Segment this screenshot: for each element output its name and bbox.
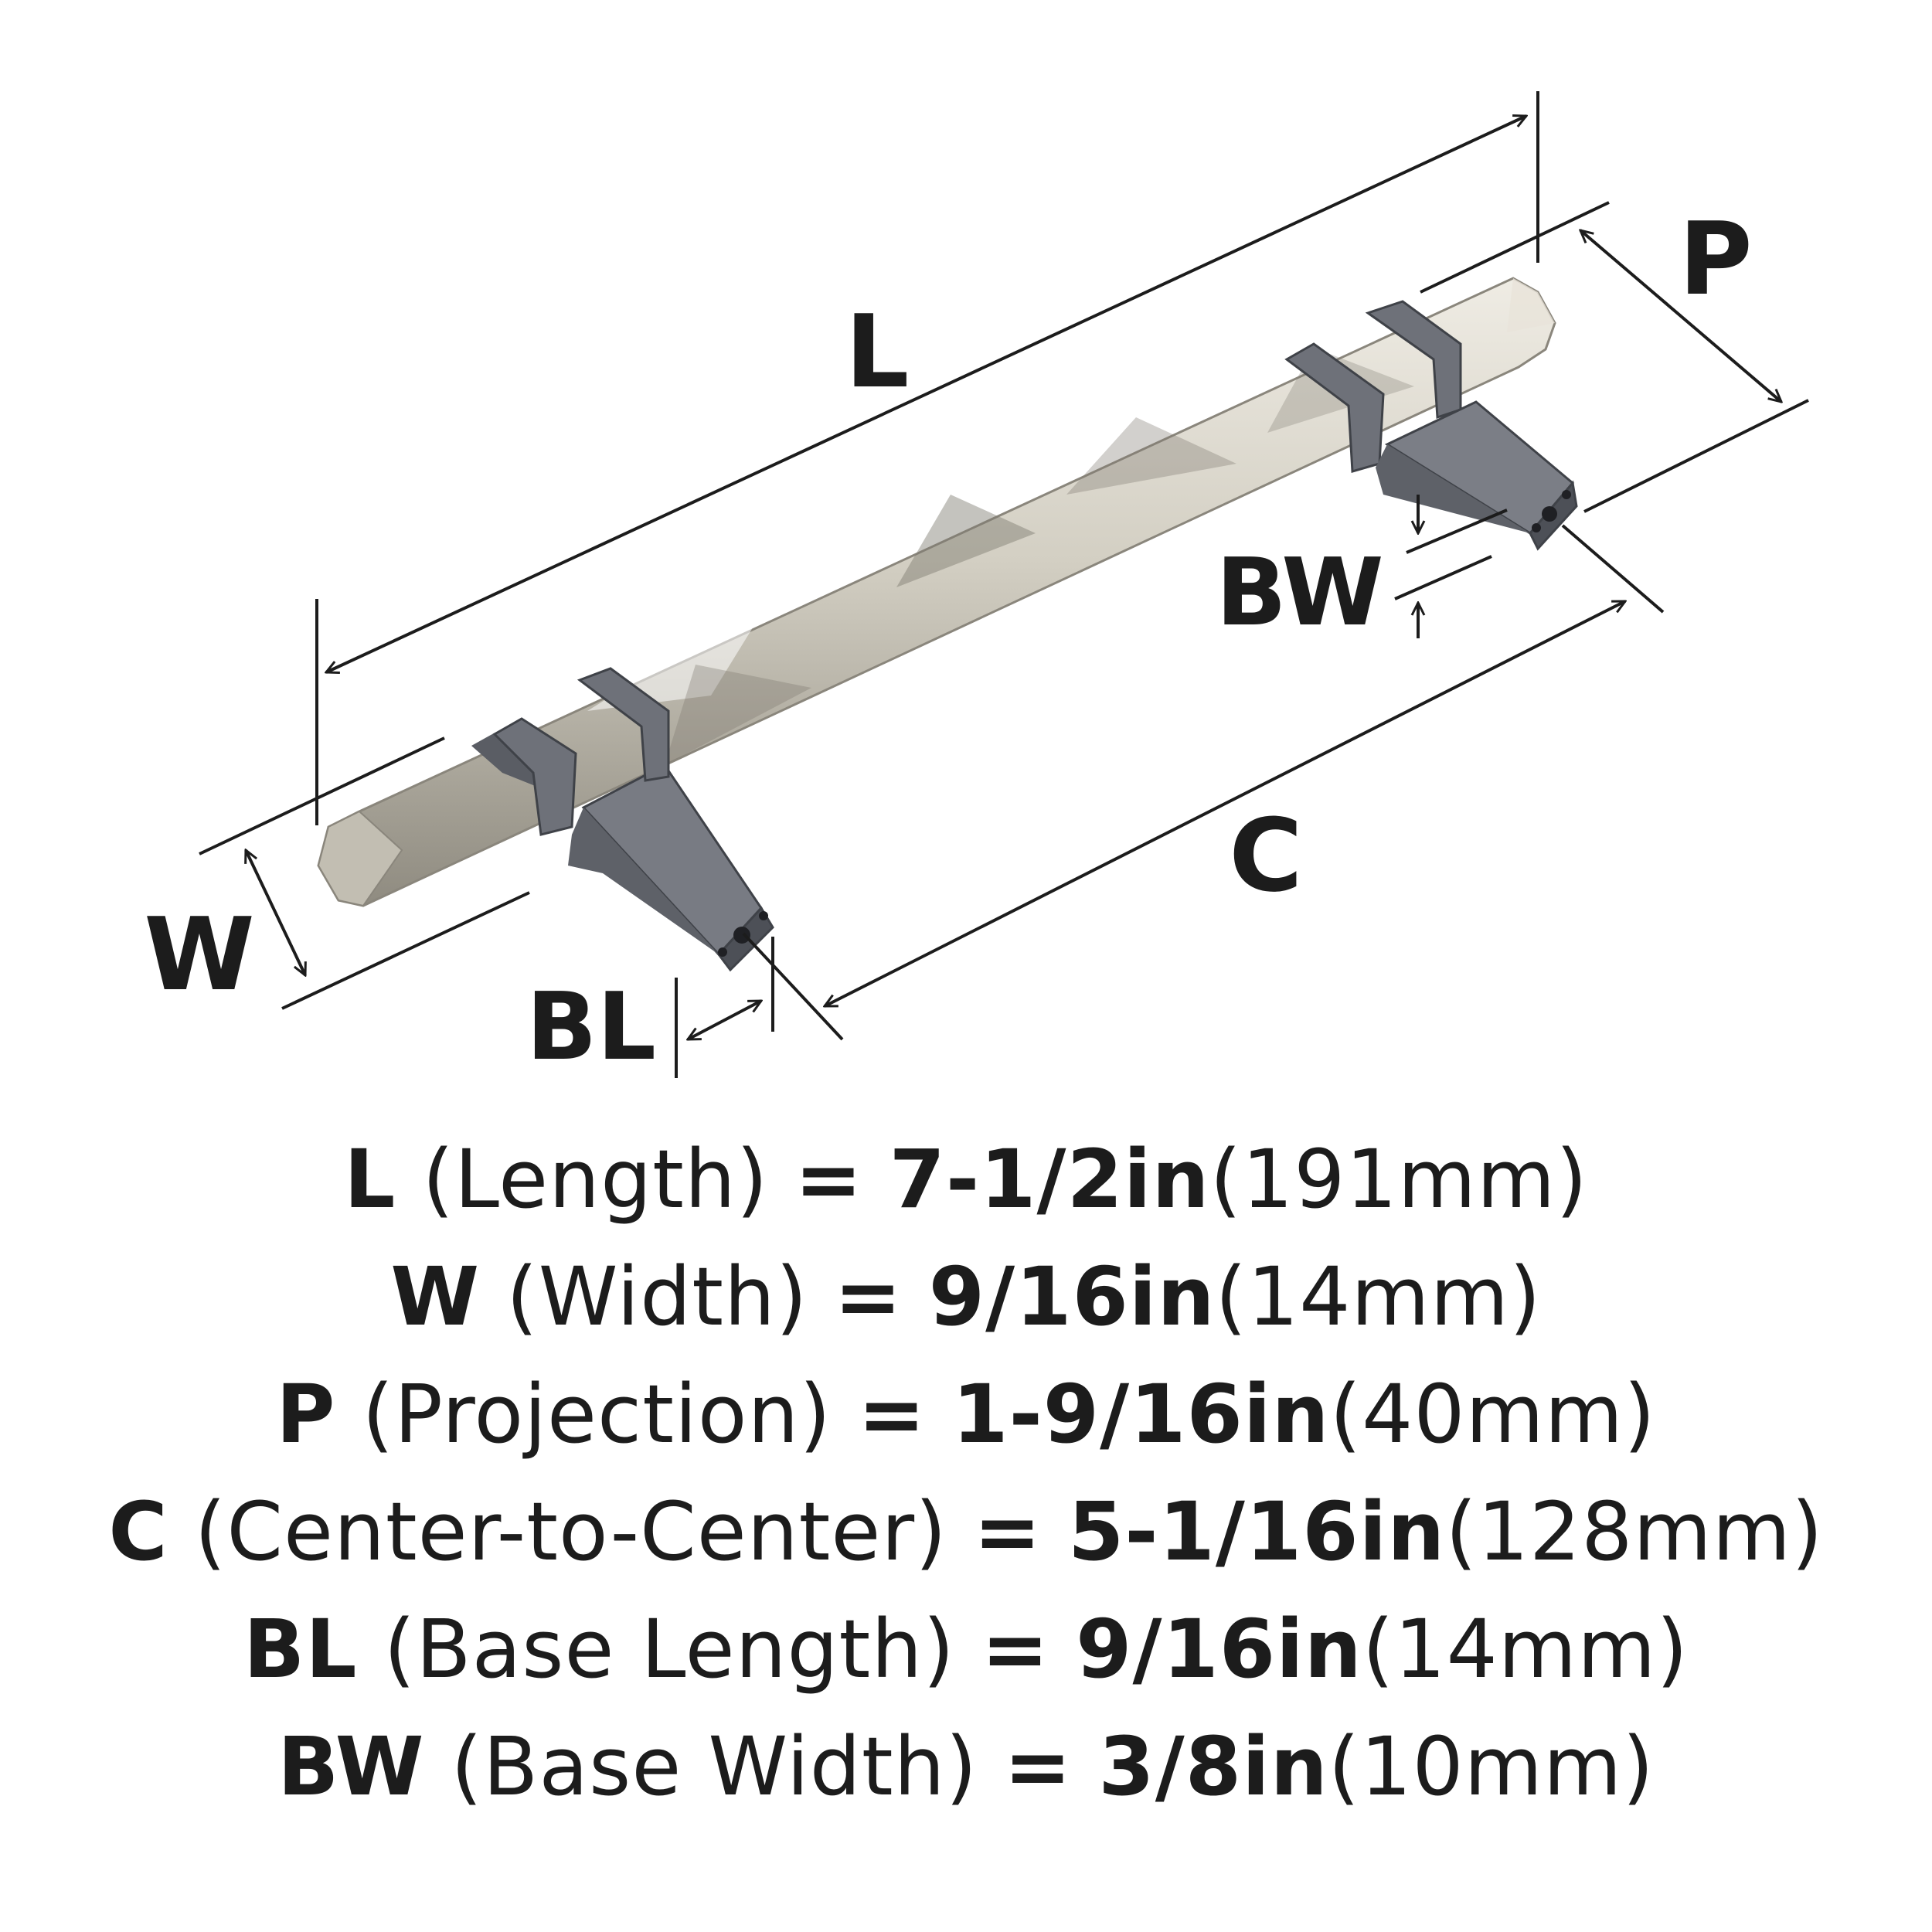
spec-equals: = <box>973 1485 1042 1579</box>
center-extension-left <box>742 932 844 1041</box>
spec-name: (Center-to-Center) <box>194 1485 947 1579</box>
spec-metric: (14mm) <box>1362 1602 1689 1696</box>
spec-row-base-width: BW (Base Width) = 3/8in(10mm) <box>0 1708 1932 1825</box>
width-dimension-line <box>246 850 305 975</box>
base-width-line-top <box>1406 509 1508 554</box>
spec-row-length: L (Length) = 7-1/2in(191mm) <box>0 1121 1932 1238</box>
projection-extension-bottom <box>1583 399 1809 513</box>
spec-equals: = <box>794 1132 863 1226</box>
spec-code: W <box>390 1250 481 1344</box>
spec-equals: = <box>834 1250 903 1344</box>
left-post <box>471 667 774 972</box>
base-width-label: BW <box>1216 539 1383 647</box>
spec-name: (Projection) <box>362 1367 832 1461</box>
spec-metric: (10mm) <box>1328 1719 1655 1814</box>
spec-value: 5-1/16in <box>1068 1485 1446 1579</box>
center-extension-right <box>1561 524 1665 614</box>
spec-code: BW <box>277 1719 425 1814</box>
spec-name: (Base Width) <box>451 1719 978 1814</box>
length-label: L <box>845 293 910 410</box>
spec-name: (Length) <box>422 1132 769 1226</box>
length-dimension-line <box>326 116 1526 672</box>
spec-list: L (Length) = 7-1/2in(191mm) W (Width) = … <box>0 1121 1932 1825</box>
spec-metric: (40mm) <box>1329 1367 1656 1461</box>
spec-metric: (128mm) <box>1445 1485 1824 1579</box>
base-length-dimension-line <box>688 999 761 1041</box>
spec-metric: (191mm) <box>1209 1132 1588 1226</box>
spec-row-center-to-center: C (Center-to-Center) = 5-1/16in(128mm) <box>0 1473 1932 1590</box>
spec-value: 1-9/16in <box>952 1367 1330 1461</box>
spec-equals: = <box>981 1602 1050 1696</box>
spec-equals: = <box>858 1367 927 1461</box>
width-label: W <box>144 896 254 1013</box>
spec-metric: (14mm) <box>1215 1250 1542 1344</box>
spec-row-width: W (Width) = 9/16in(14mm) <box>0 1238 1932 1355</box>
dimension-lines <box>199 91 1809 1078</box>
width-extension-top <box>199 736 445 855</box>
base-width-line-bottom <box>1394 555 1492 600</box>
spec-name: (Width) <box>506 1250 808 1344</box>
spec-value: 9/16in <box>1076 1602 1362 1696</box>
base-length-label: BL <box>526 974 656 1081</box>
spec-value: 9/16in <box>928 1250 1216 1344</box>
spec-value: 7-1/2in <box>889 1132 1210 1226</box>
spec-value: 3/8in <box>1098 1719 1328 1814</box>
spec-equals: = <box>1004 1719 1073 1814</box>
spec-code: BL <box>243 1602 358 1696</box>
projection-extension-top <box>1420 201 1610 294</box>
width-extension-bottom <box>281 891 530 1010</box>
spec-code: L <box>344 1132 396 1226</box>
spec-code: C <box>108 1485 168 1579</box>
projection-dimension-line <box>1580 230 1781 402</box>
projection-label: P <box>1679 200 1752 318</box>
center-dimension-line <box>825 600 1625 1008</box>
spec-code: P <box>276 1367 336 1461</box>
spec-row-base-length: BL (Base Length) = 9/16in(14mm) <box>0 1590 1932 1708</box>
center-label: C <box>1229 797 1302 914</box>
handle-dimension-diagram: L P BW C W BL <box>144 91 1809 1081</box>
spec-row-projection: P (Projection) = 1-9/16in(40mm) <box>0 1355 1932 1473</box>
spec-name: (Base Length) <box>383 1602 955 1696</box>
